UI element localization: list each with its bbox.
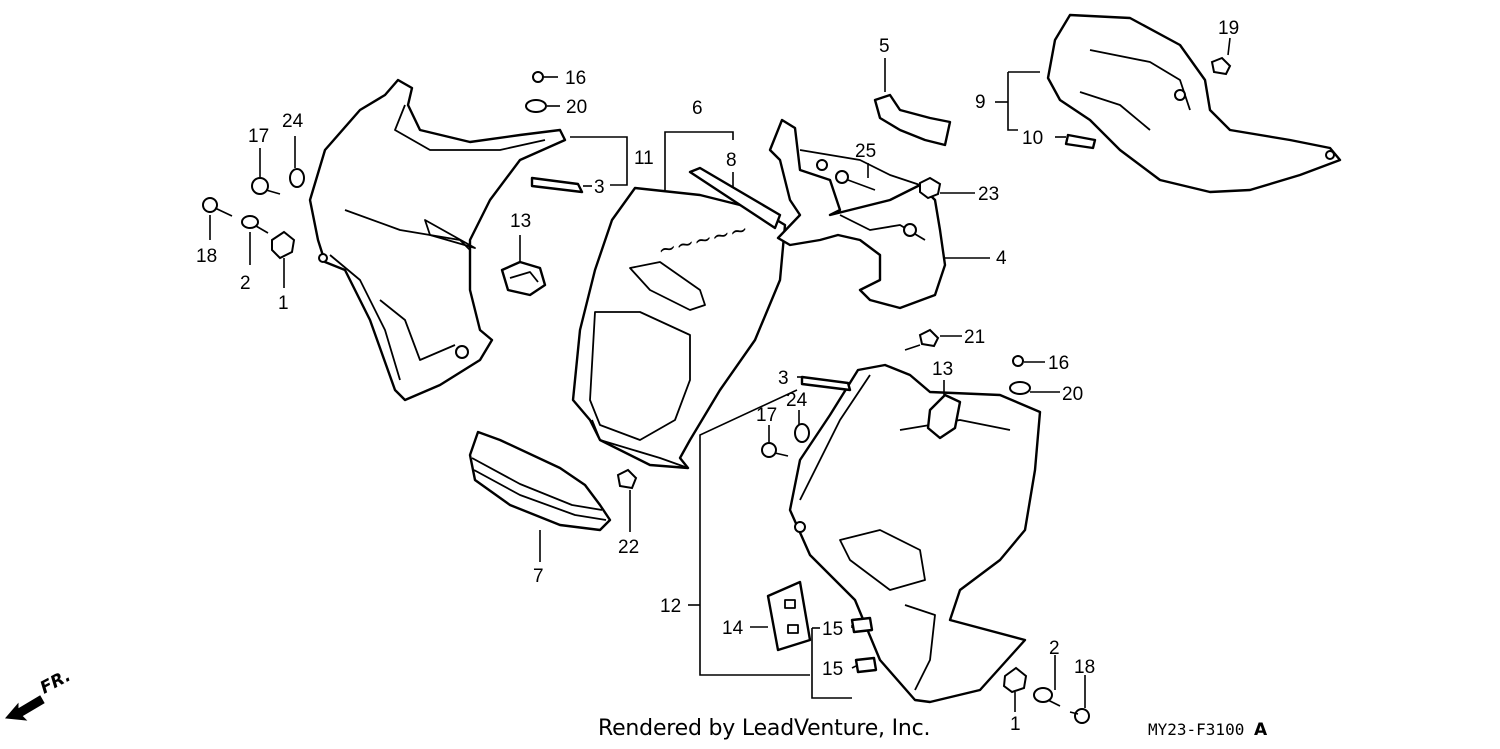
callout-17-left: 17 (248, 126, 269, 147)
callout-15-lower: 15 (822, 659, 843, 680)
callout-4: 4 (996, 248, 1007, 269)
bolt-18-right (1069, 708, 1090, 724)
left-middle-cowl (308, 78, 567, 402)
callout-13-right: 13 (932, 359, 953, 380)
nut-23 (919, 176, 942, 200)
right-middle-cowl (788, 363, 1042, 704)
clip-15-upper (850, 616, 874, 634)
callout-18-left: 18 (196, 246, 217, 267)
callout-17-right: 17 (756, 405, 777, 426)
reflector-plate-14 (766, 580, 812, 652)
upper-front-cowl: ~~~~~ (571, 186, 787, 470)
screw-17-right (761, 442, 789, 458)
callout-20-upper: 20 (566, 97, 587, 118)
callout-13-left: 13 (510, 211, 531, 232)
callout-2-left: 2 (240, 273, 251, 294)
render-credit: Rendered by LeadVenture, Inc. (598, 716, 931, 741)
meter-inner-panel (1046, 13, 1342, 194)
callout-25: 25 (855, 141, 876, 162)
callout-3-upper: 3 (594, 177, 605, 198)
callout-21: 21 (964, 327, 985, 348)
callout-labels: 17 24 18 2 1 16 20 11 3 6 8 13 5 25 23 4… (196, 18, 1239, 735)
screw-22 (616, 468, 638, 490)
screw-17-left (251, 177, 281, 195)
callout-6: 6 (692, 98, 703, 119)
callout-23: 23 (978, 184, 999, 205)
bolt-18-left (202, 197, 233, 217)
cushion-10 (1064, 133, 1097, 150)
grommet-13-left (500, 260, 547, 297)
callout-16-upper: 16 (565, 68, 586, 89)
diagram-code: MY23-F3100 A (1148, 720, 1267, 740)
bolt-25 (835, 170, 876, 191)
callout-10: 10 (1022, 128, 1043, 149)
diagram-code-suffix: A (1253, 720, 1268, 740)
clip-15-lower (854, 656, 878, 674)
screw-21 (904, 328, 940, 351)
nut-1-left (271, 230, 296, 260)
callout-15-upper: 15 (822, 619, 843, 640)
washer-20-upper (525, 99, 547, 113)
cowl-stay-5 (873, 93, 952, 147)
callout-2-right: 2 (1049, 638, 1060, 659)
callout-9: 9 (975, 92, 986, 113)
callout-8: 8 (726, 150, 737, 171)
screw-19 (1210, 56, 1232, 76)
callout-5: 5 (879, 36, 890, 57)
front-direction-indicator: FR. (0, 660, 110, 730)
diagram-code-text: MY23-F3100 (1148, 720, 1245, 739)
leader-lines (209, 37, 1231, 712)
collar-2-left (241, 215, 269, 234)
callout-3-lower: 3 (778, 368, 789, 389)
callout-20-right: 20 (1062, 384, 1083, 405)
screw-16-right (1012, 355, 1024, 367)
callout-7: 7 (533, 566, 544, 587)
washer-20-right (1009, 381, 1031, 395)
spacer-3-lower (800, 375, 852, 392)
callout-19: 19 (1218, 18, 1239, 39)
screw-16-upper (532, 71, 544, 83)
callout-22: 22 (618, 537, 639, 558)
headlight-bracket (768, 118, 947, 310)
washer-24-right (794, 423, 810, 443)
collar-2-right (1033, 687, 1061, 707)
callout-12: 12 (660, 596, 681, 617)
screen-seal-strip (688, 166, 782, 230)
callout-1-left: 1 (278, 293, 289, 314)
spacer-3-upper (530, 176, 584, 194)
fr-label: FR. (37, 666, 74, 698)
arrow-icon: FR. (4, 666, 74, 721)
callout-1-right: 1 (1010, 714, 1021, 735)
callout-24-left: 24 (282, 111, 304, 132)
callout-14: 14 (722, 618, 744, 639)
front-lower-spoiler (468, 430, 612, 532)
washer-24-left (289, 168, 305, 188)
callout-18-right: 18 (1074, 657, 1095, 678)
nut-1-right (1002, 666, 1028, 694)
grommet-13-right (926, 393, 962, 440)
callout-11: 11 (634, 148, 654, 169)
callout-16-right: 16 (1048, 353, 1069, 374)
callout-24-right: 24 (786, 390, 808, 411)
